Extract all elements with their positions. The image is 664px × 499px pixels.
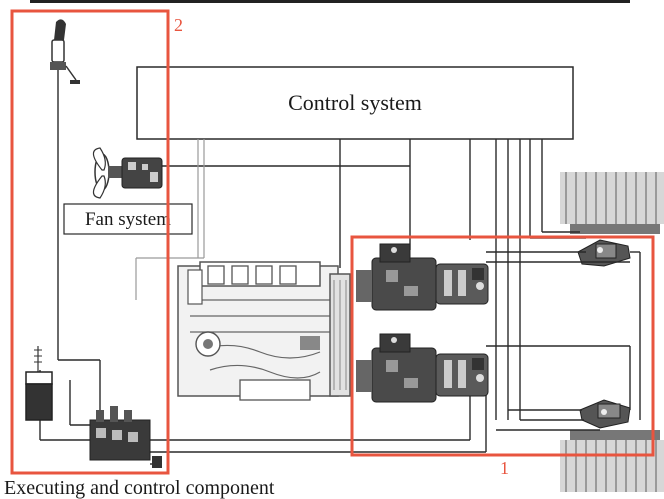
wheel-motor-bottom-icon [579, 399, 631, 429]
control-system-label: Control system [288, 90, 422, 115]
engine-icon [177, 261, 351, 401]
joystick-icon [50, 19, 80, 84]
top-edge-strip [30, 0, 630, 3]
hydraulic-motor-top-icon [435, 263, 489, 305]
fan-system-label: Fan system [85, 209, 171, 230]
executing-component-label: Executing and control component [4, 477, 275, 499]
oil-tank-icon [25, 346, 53, 421]
region-2-number: 2 [174, 15, 183, 35]
hydraulic-pump-top-icon [356, 243, 437, 311]
region-1-number: 1 [500, 458, 509, 478]
control-system-box [136, 66, 574, 140]
auxiliary-lines [135, 139, 205, 300]
fan-system-label-box [63, 203, 193, 235]
wheel-top-icon [560, 172, 664, 234]
wheel-motor-top-icon [577, 239, 631, 267]
wheel-bottom-icon [560, 430, 664, 492]
control-valve-icon [89, 406, 162, 468]
hydraulic-pump-bottom-icon [356, 333, 437, 403]
hydraulic-motor-bottom-icon [435, 353, 489, 397]
region-1-highlight [350, 235, 655, 457]
signal-lines [39, 70, 641, 465]
region-2-highlight [10, 9, 170, 475]
fan-icon [92, 147, 163, 199]
